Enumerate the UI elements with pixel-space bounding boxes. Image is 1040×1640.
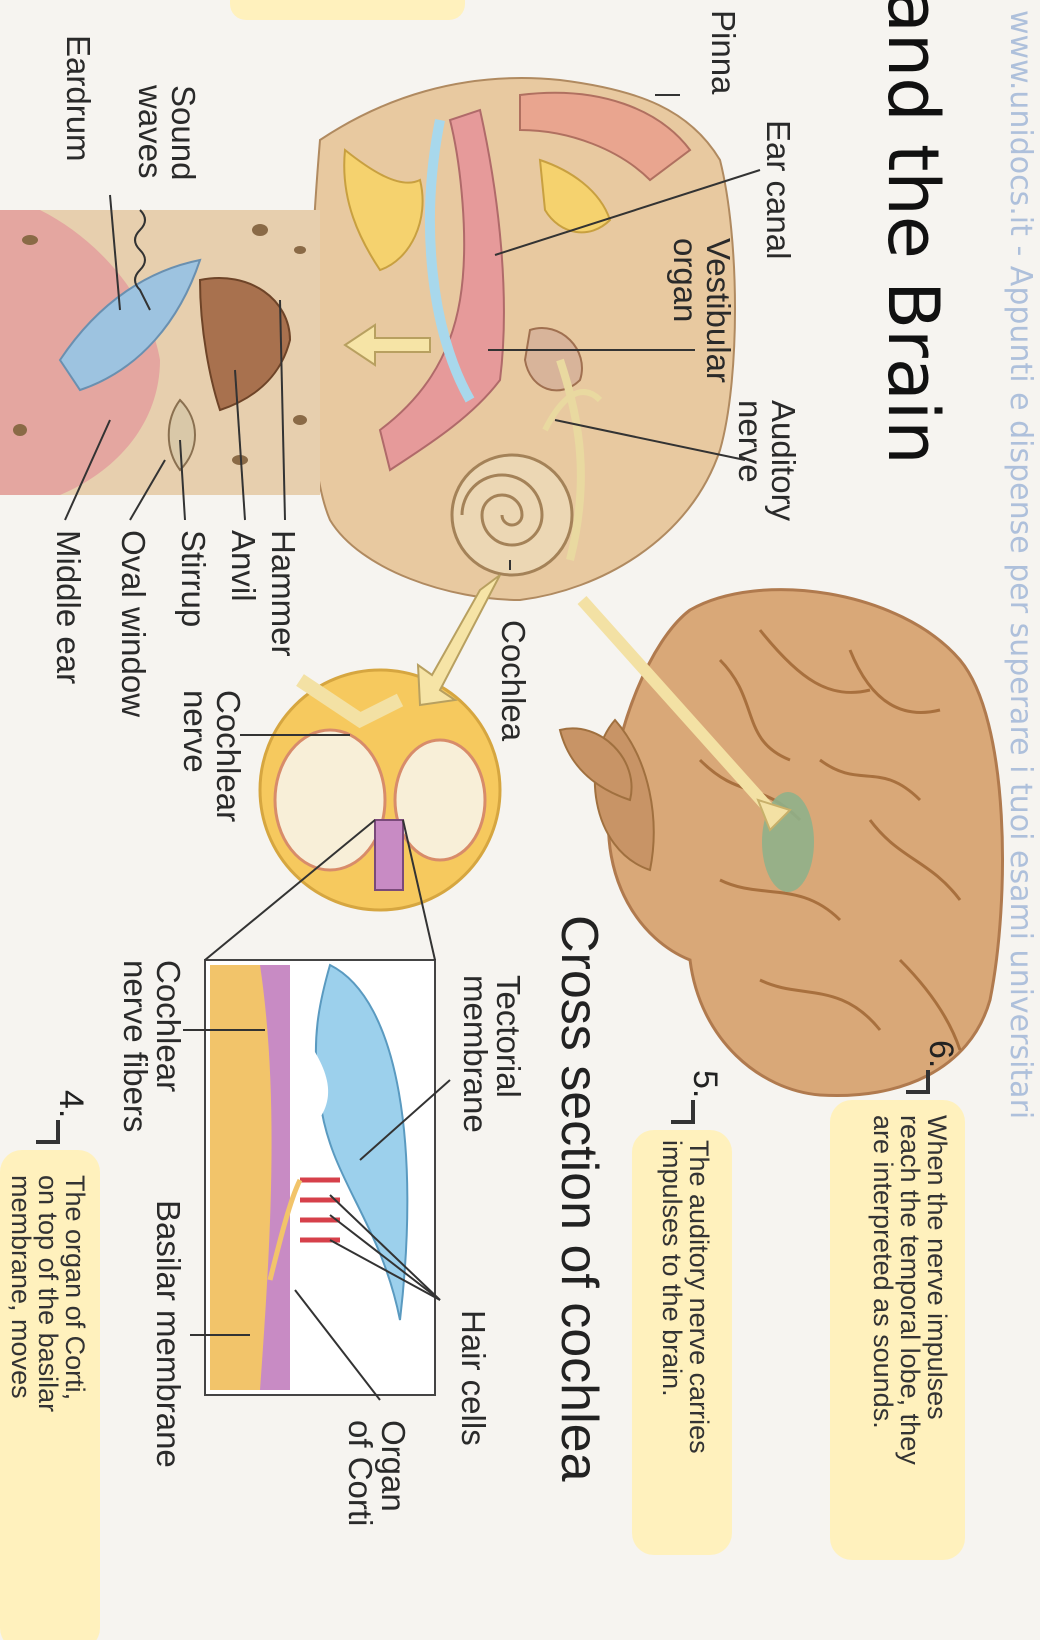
watermark-text: www.unidocs.it - Appunti e dispense per …	[1005, 10, 1035, 1119]
label-middle-ear: Middle ear	[52, 530, 85, 684]
cochlea-spiral	[452, 455, 572, 575]
page-title: and the Brain	[878, 0, 948, 465]
step-5-text: The auditory nerve carries impulses to t…	[658, 1140, 712, 1454]
label-anvil: Anvil	[227, 530, 260, 602]
top-callout-fragment	[230, 0, 465, 20]
label-basilar-membrane: Basilar membrane	[152, 1200, 185, 1468]
label-hair-cells: Hair cells	[457, 1310, 490, 1446]
label-ear-canal: Ear canal	[762, 120, 795, 259]
label-cochlea: Cochlea	[497, 620, 530, 741]
label-organ-of-corti: Organ of Corti	[344, 1420, 410, 1526]
label-auditory-nerve: Auditory nerve	[734, 400, 800, 521]
label-cochlear-nerve-fibers: Cochlear nerve fibers	[119, 960, 185, 1132]
step-4-text: The organ of Corti, on top of the basila…	[7, 1175, 88, 1412]
middle-ear-inset	[0, 210, 320, 495]
organ-of-corti-inset	[205, 960, 435, 1395]
cochlea-cross-section-drawing	[260, 670, 500, 910]
step-6-number: 6.	[924, 1040, 958, 1068]
label-sound-waves: Sound waves	[134, 85, 200, 180]
label-eardrum: Eardrum	[62, 35, 95, 162]
label-stirrup: Stirrup	[177, 530, 210, 627]
label-cochlear-nerve: Cochlear nerve	[179, 690, 245, 822]
label-hammer: Hammer	[267, 530, 300, 657]
label-pinna: Pinna	[707, 10, 740, 94]
brain-drawing	[560, 590, 1002, 1096]
cross-section-title: Cross section of cochlea	[553, 915, 605, 1482]
label-tectorial-membrane: Tectorial membrane	[459, 975, 525, 1133]
label-oval-window: Oval window	[117, 530, 150, 717]
label-vestibular-organ: Vestibular organ	[669, 238, 735, 383]
step-4-number: 4.	[54, 1090, 88, 1118]
step-5-number: 5.	[688, 1070, 722, 1098]
step-6-text: When the nerve impulses reach the tempor…	[869, 1115, 950, 1465]
